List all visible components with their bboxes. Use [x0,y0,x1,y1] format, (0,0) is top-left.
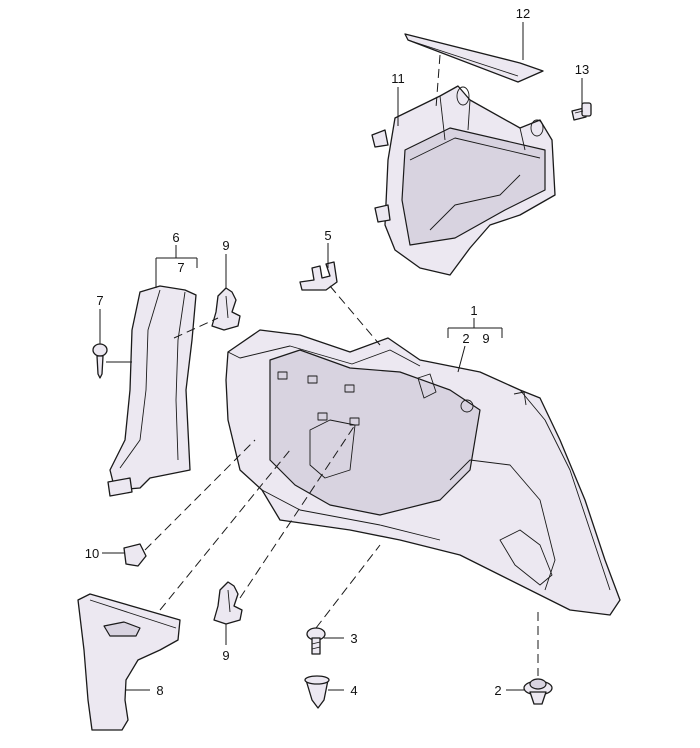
leader-lines [99,22,583,691]
callout-8: 8 [156,683,163,698]
callout-9-lower: 9 [222,648,229,663]
callout-2: 2 [494,683,501,698]
callout-1: 1 [470,303,477,318]
callout-5: 5 [324,228,331,243]
part-2-push-clip [523,678,553,705]
part-8-lower-cover [77,593,181,731]
callout-11: 11 [391,71,405,86]
part-9-clip-upper [211,287,241,331]
assembly-lines [144,54,539,676]
callout-9-in-group: 9 [482,331,489,346]
callout-9-upper: 9 [222,238,229,253]
part-13-screw [571,102,592,121]
callout-7-in-group: 7 [177,260,184,275]
callout-12: 12 [516,6,530,21]
callout-13: 13 [575,62,589,77]
part-9-clip-lower [213,581,243,625]
callout-labels: 12 13 11 6 7 9 5 7 1 2 9 10 9 8 3 4 2 [85,6,589,698]
part-11-storage-box [371,85,556,276]
part-3-screw [306,627,326,655]
callout-7: 7 [96,293,103,308]
part-12-cover-strip [404,33,544,83]
callout-3: 3 [350,631,357,646]
callout-10: 10 [85,546,99,561]
part-7-push-clip [92,343,108,379]
callout-6: 6 [172,230,179,245]
callout-2-in-group: 2 [462,331,469,346]
part-6-pillar-trim [107,285,197,497]
part-5-bracket [299,261,338,291]
part-10-cap [123,543,147,567]
part-4-expanding-clip [304,675,330,709]
callout-4: 4 [350,683,357,698]
part-1-side-trim-panel [225,329,621,616]
